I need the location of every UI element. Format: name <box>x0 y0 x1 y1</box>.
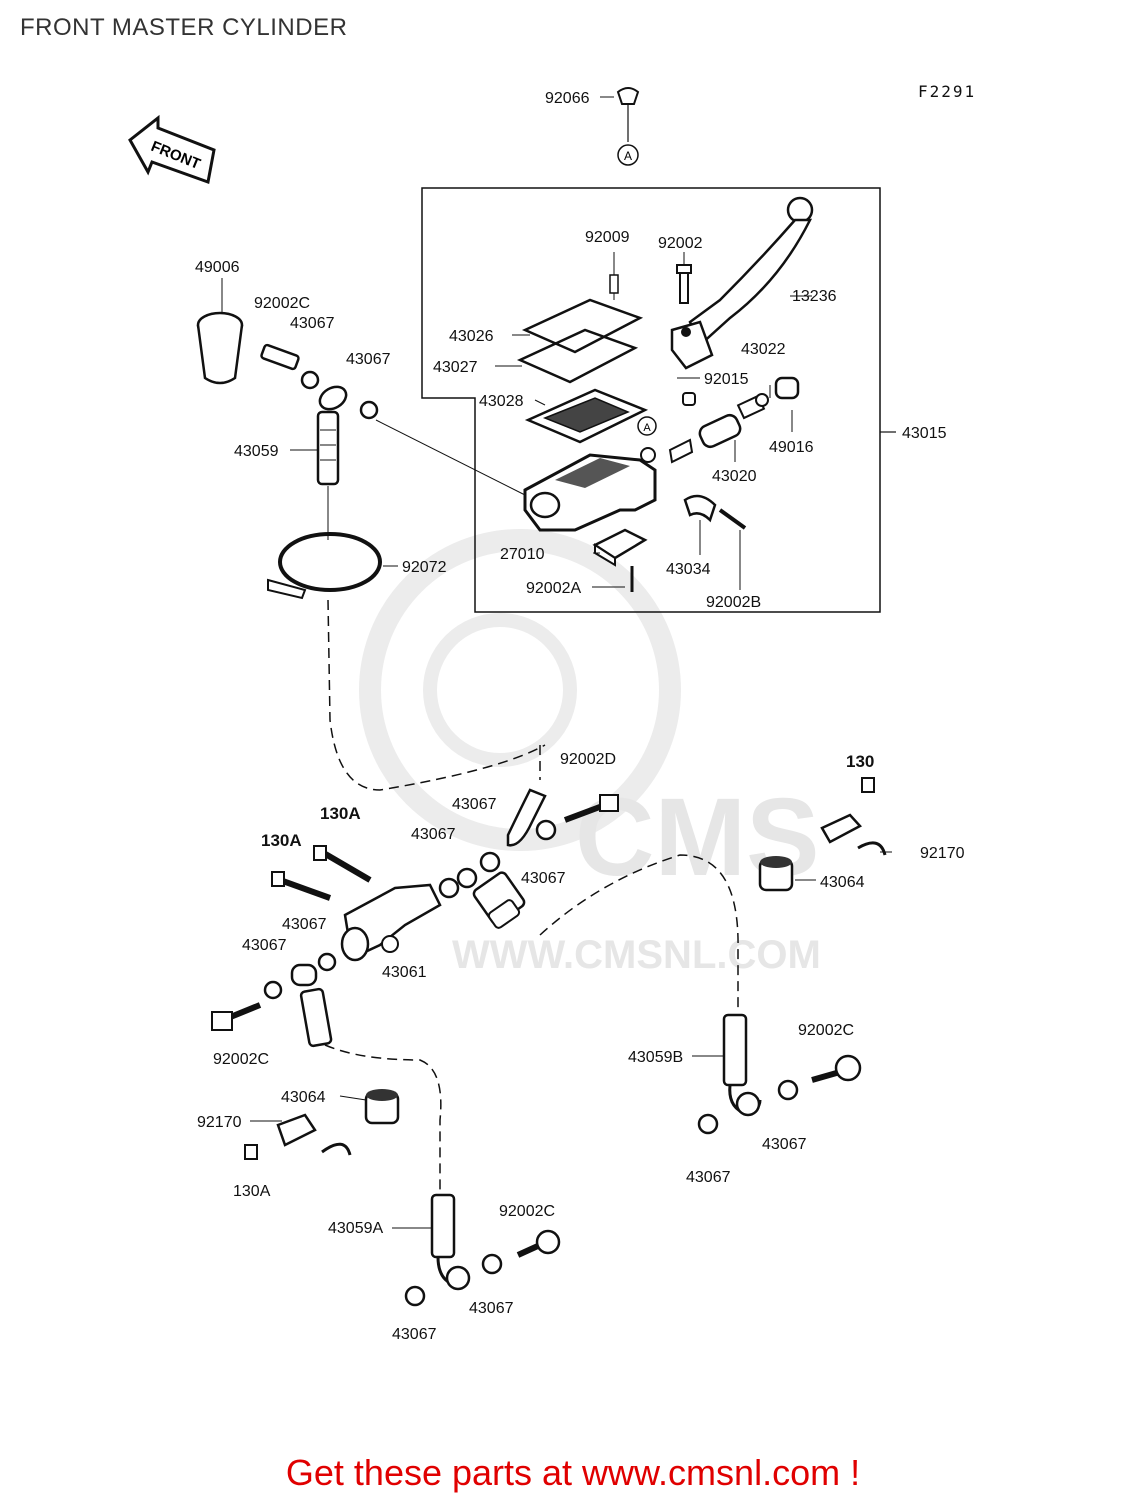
label-43059A: 43059A <box>328 1220 383 1237</box>
label-43059B: 43059B <box>628 1049 683 1066</box>
label-92002C-b: 92002C <box>213 1051 269 1068</box>
label-130A-b: 130A <box>261 831 302 850</box>
label-92072: 92072 <box>402 559 447 576</box>
reservoir-49006 <box>196 278 244 385</box>
hose-clamp-92072 <box>267 532 398 600</box>
label-43067-e: 43067 <box>521 870 566 887</box>
switch-27010 <box>592 528 648 592</box>
label-49006: 49006 <box>195 259 240 276</box>
leader-lines <box>250 334 892 1229</box>
label-92170-a: 92170 <box>920 845 965 862</box>
label-43015: 43015 <box>902 425 947 442</box>
label-43067-g: 43067 <box>242 937 287 954</box>
label-43020: 43020 <box>712 468 757 485</box>
promo-banner[interactable]: Get these parts at www.cmsnl.com ! <box>0 1452 1146 1494</box>
label-43067-i: 43067 <box>686 1169 731 1186</box>
hose-43059B <box>697 1013 862 1135</box>
upper-hose-assembly <box>260 343 526 540</box>
label-92002C-c: 92002C <box>798 1022 854 1039</box>
assembly-boundary <box>421 187 881 613</box>
label-43028: 43028 <box>479 393 524 410</box>
joint-43061 <box>271 845 442 972</box>
label-43022: 43022 <box>741 341 786 358</box>
label-43067-k: 43067 <box>392 1326 437 1343</box>
pin-92002 <box>676 252 692 304</box>
front-arrow-icon: FRONT <box>128 114 216 185</box>
label-43067-b: 43067 <box>346 351 391 368</box>
label-92002D: 92002D <box>560 751 616 768</box>
reservoir-cover-stack <box>516 298 649 444</box>
label-92002B: 92002B <box>706 594 761 611</box>
label-49016: 49016 <box>769 439 814 456</box>
label-43067-f: 43067 <box>282 916 327 933</box>
washers-mid <box>438 788 619 929</box>
label-130A-c: 130A <box>233 1183 271 1200</box>
label-43067-c: 43067 <box>452 796 497 813</box>
watermark-url: WWW.CMSNL.COM <box>452 933 821 977</box>
label-130A-a: 130A <box>320 804 361 823</box>
piston-kit-43020 <box>668 376 800 464</box>
routing-line-2 <box>539 854 739 1010</box>
label-92002: 92002 <box>658 235 703 252</box>
label-130: 130 <box>846 752 874 771</box>
label-43067-j: 43067 <box>469 1300 514 1317</box>
label-43067-a: 43067 <box>290 315 335 332</box>
brake-lever-13236 <box>670 196 814 370</box>
label-43064-a: 43064 <box>820 874 865 891</box>
label-92170-b: 92170 <box>197 1114 242 1131</box>
label-43027: 43027 <box>433 359 478 376</box>
routing-line-1 <box>327 599 546 791</box>
label-43061: 43061 <box>382 964 427 981</box>
figure-code: F2291 <box>918 82 977 101</box>
clamp-43034 <box>683 494 747 590</box>
callout-marker: A <box>624 149 632 163</box>
label-92015: 92015 <box>704 371 749 388</box>
cap-92066: A <box>616 87 640 166</box>
page-title: FRONT MASTER CYLINDER <box>20 14 348 41</box>
routing-line-3 <box>324 1044 442 1190</box>
label-27010: 27010 <box>500 546 545 563</box>
label-43026: 43026 <box>449 328 494 345</box>
screw-92009 <box>609 252 619 300</box>
label-92002A: 92002A <box>526 580 581 597</box>
label-43067-h: 43067 <box>762 1136 807 1153</box>
label-43067-d: 43067 <box>411 826 456 843</box>
part-labels: 92066 92009 92002 13236 49006 92002C 430… <box>195 90 965 1343</box>
hose-43059A <box>211 963 561 1307</box>
label-43064-b: 43064 <box>281 1089 326 1106</box>
label-13236: 13236 <box>792 288 837 305</box>
label-92002C-a: 92002C <box>254 295 310 312</box>
label-43034: 43034 <box>666 561 711 578</box>
label-43059: 43059 <box>234 443 279 460</box>
promo-link[interactable]: Get these parts at www.cmsnl.com ! <box>285 1452 861 1493</box>
label-92009: 92009 <box>585 229 630 246</box>
label-92066: 92066 <box>545 90 590 107</box>
parts-diagram: CMS WWW.CMSNL.COM FRONT A A <box>128 87 965 1343</box>
callout-marker-2: A <box>643 422 651 434</box>
label-92002C-d: 92002C <box>499 1203 555 1220</box>
master-cylinder-body: A <box>523 416 657 532</box>
